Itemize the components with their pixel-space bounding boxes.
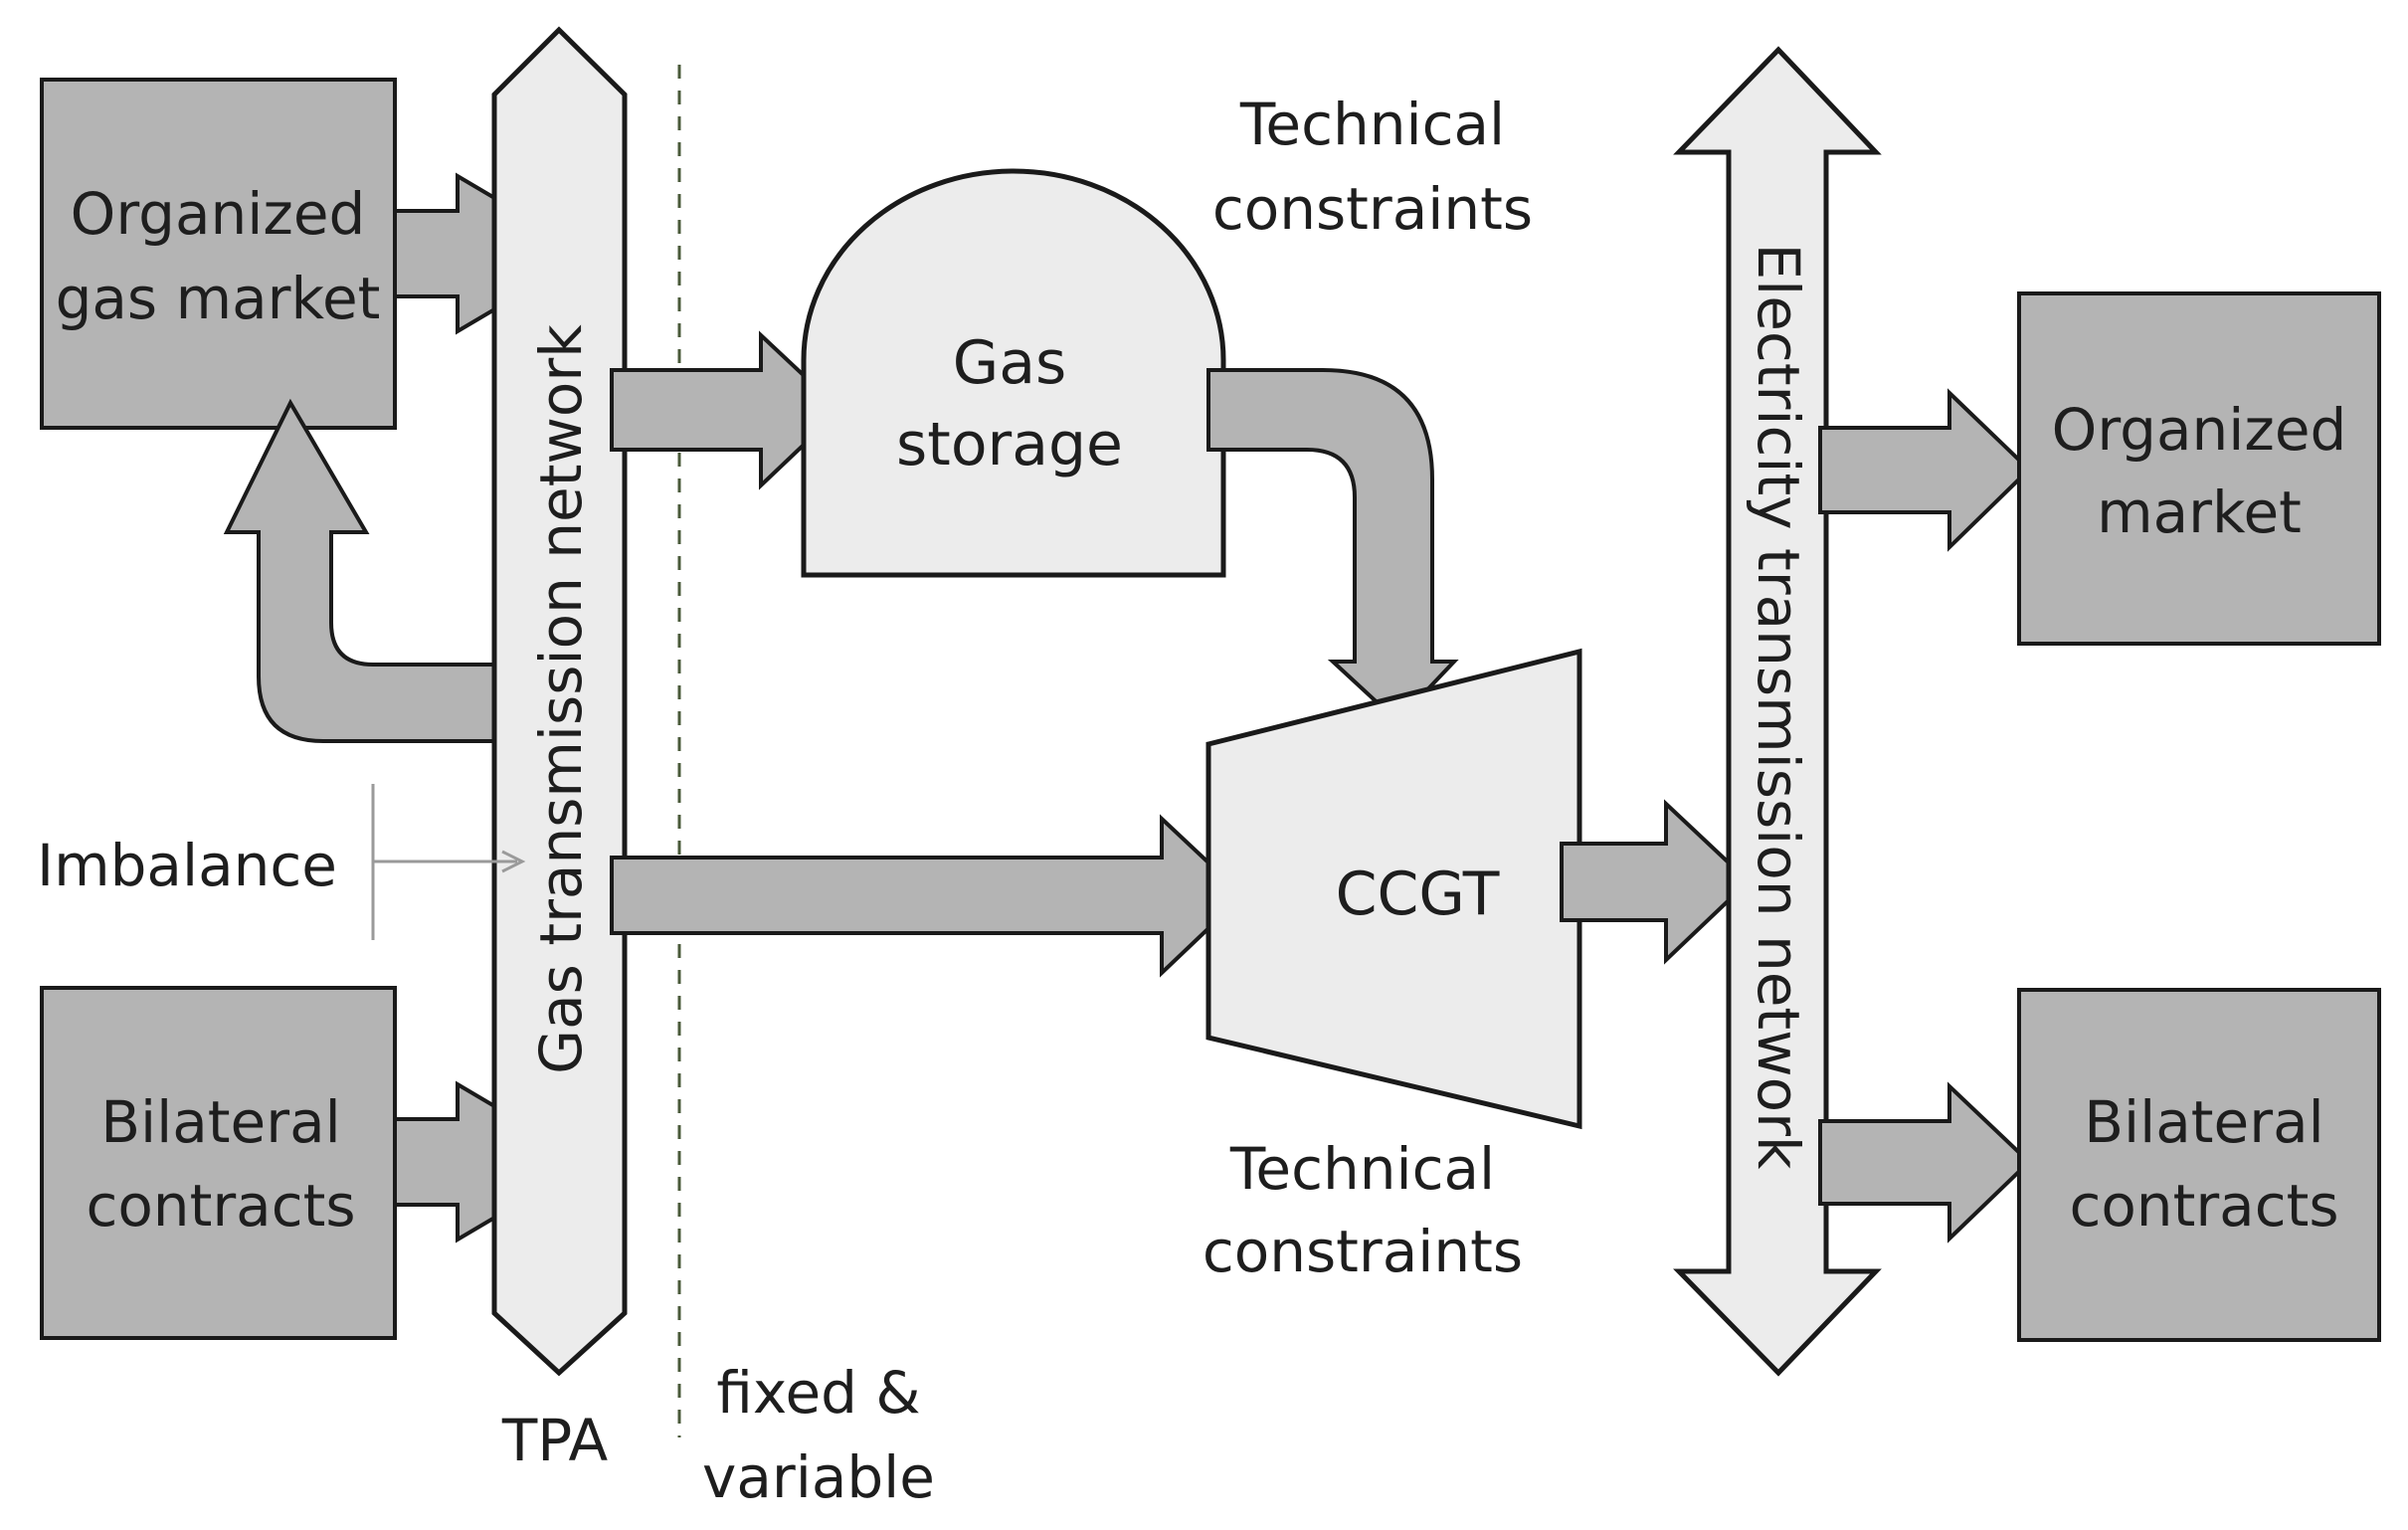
imbalance-label: Imbalance xyxy=(37,832,337,899)
electricity-organized-market-label-line1: Organized xyxy=(2052,396,2347,464)
organized-gas-market-label-line2: gas market xyxy=(56,265,381,332)
electricity-bilateral-contracts-label-line1: Bilateral xyxy=(2084,1088,2324,1156)
network-to-gas-market-return-arrow xyxy=(223,398,507,743)
gas-bilateral-contracts-label-line1: Bilateral xyxy=(100,1088,341,1156)
organized-gas-market-box: Organized gas market xyxy=(40,78,397,430)
gas-bilateral-contracts-label-line2: contracts xyxy=(86,1172,355,1240)
ccgt-label: CCGT xyxy=(1336,860,1500,929)
gas-storage-dome xyxy=(801,168,1226,578)
ccgt-to-electricity-network-arrow xyxy=(1560,799,1752,965)
technical-constraints-bottom-line2: constraints xyxy=(1203,1218,1523,1285)
electricity-organized-market-box: Organized market xyxy=(2017,291,2381,646)
technical-constraints-bottom-line1: Technical xyxy=(1229,1135,1495,1203)
ccgt-unit xyxy=(1205,648,1582,1130)
gas-transmission-network-label: Gas transmission network xyxy=(527,324,595,1074)
imbalance-arrow-head xyxy=(501,850,526,873)
electricity-organized-market-label-line2: market xyxy=(2097,478,2302,546)
fixed-variable-label-line1: fixed & xyxy=(716,1359,920,1427)
organized-gas-market-label-line1: Organized xyxy=(71,180,366,248)
storage-to-ccgt-arrow xyxy=(1206,368,1459,724)
electricity-bilateral-contracts-box: Bilateral contracts xyxy=(2017,988,2381,1342)
electricity-bilateral-contracts-label-line2: contracts xyxy=(2069,1172,2338,1240)
fixed-variable-label-line2: variable xyxy=(702,1443,935,1511)
network-to-storage-arrow xyxy=(610,330,843,490)
tpa-label: TPA xyxy=(501,1407,609,1474)
gas-bilateral-contracts-box: Bilateral contracts xyxy=(40,986,397,1340)
gas-storage-label-line1: Gas xyxy=(953,328,1067,398)
technical-constraints-top-line2: constraints xyxy=(1212,175,1533,243)
electricity-network-to-market-arrow xyxy=(1818,388,2032,552)
gas-storage-label-line2: storage xyxy=(896,410,1123,479)
network-to-ccgt-arrow xyxy=(610,814,1246,978)
electricity-network-to-bilateral-arrow xyxy=(1818,1081,2032,1243)
electricity-transmission-network-label: Electricity transmission network xyxy=(1745,243,1812,1169)
gas-transmission-network-bar xyxy=(491,26,628,1377)
technical-constraints-top-line1: Technical xyxy=(1239,91,1505,158)
electricity-transmission-network-bar xyxy=(1673,46,1882,1377)
